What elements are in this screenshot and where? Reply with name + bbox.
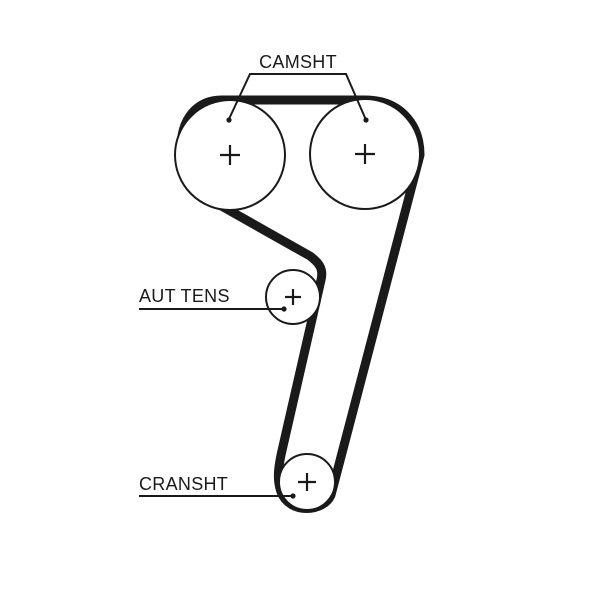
- camshaft-pulley-left: [174, 99, 286, 211]
- camshaft-pulley-right: [309, 98, 421, 210]
- tensioner-marker: [281, 306, 287, 312]
- camshaft-left-marker: [226, 117, 232, 123]
- camshaft-label: CAMSHT: [259, 52, 337, 72]
- tensioner-label: AUT TENS: [139, 286, 230, 306]
- crankshaft-marker: [290, 493, 296, 499]
- camshaft-leader-lines: [228, 73, 367, 121]
- camshaft-right-marker: [363, 117, 369, 123]
- crankshaft-label: CRANSHT: [139, 474, 228, 494]
- crankshaft-pulley: [278, 453, 336, 511]
- tensioner-pulley: [265, 269, 321, 325]
